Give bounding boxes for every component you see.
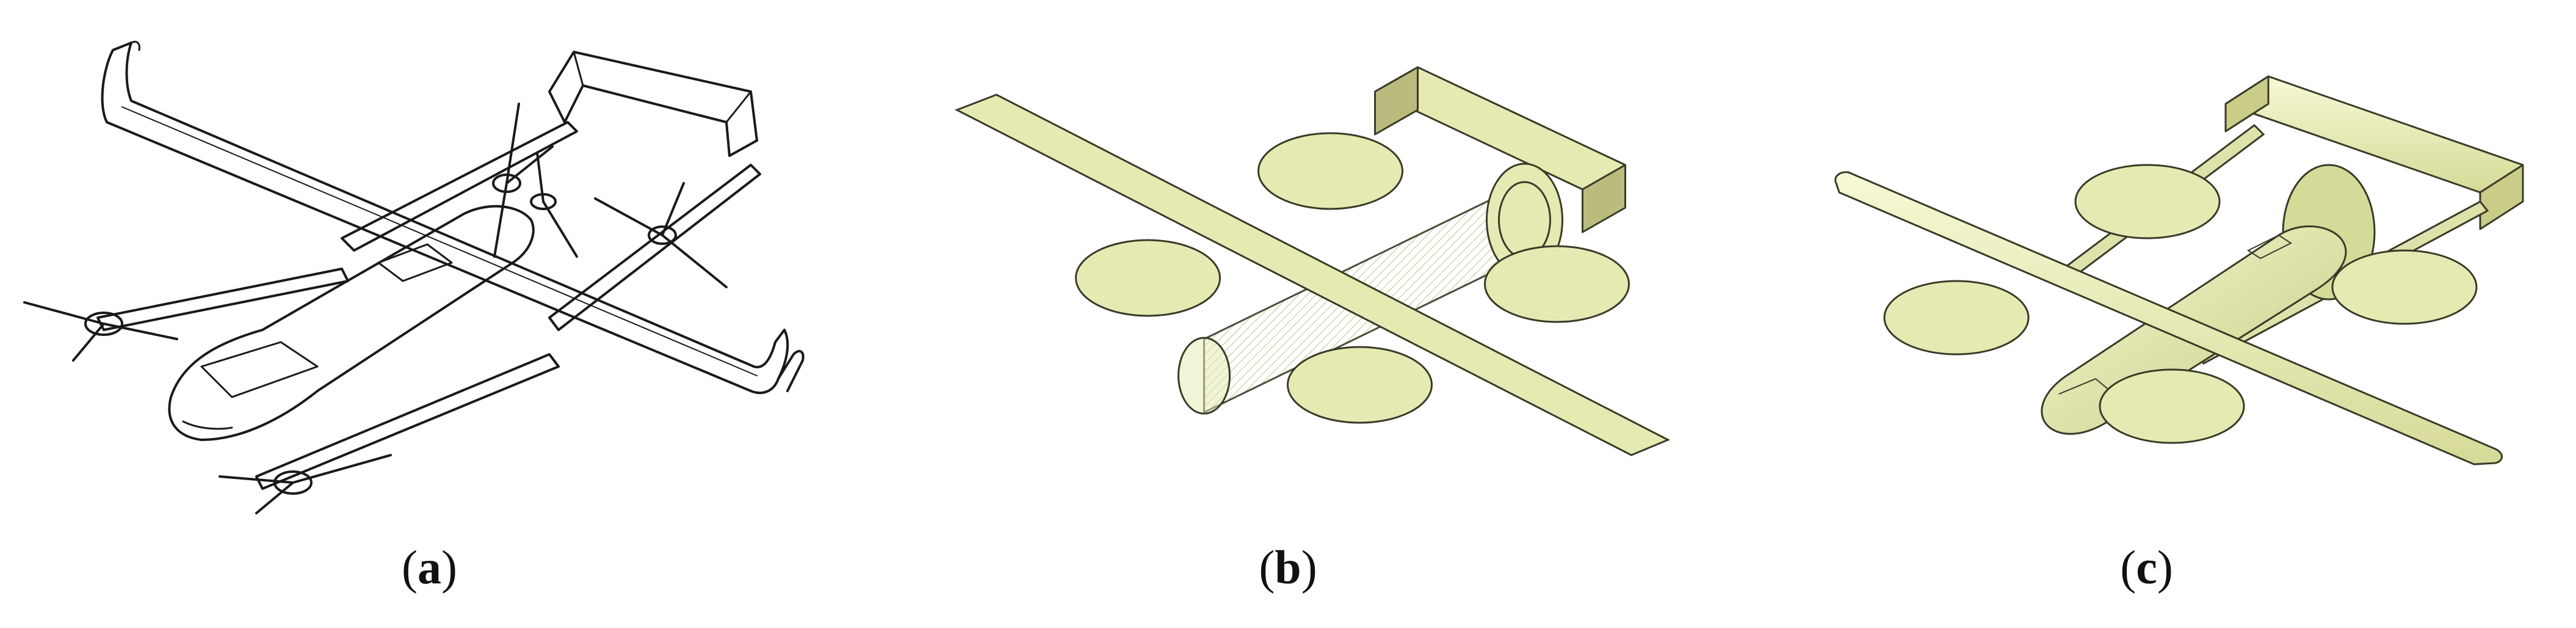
caption-a: (a) (402, 541, 457, 594)
model-c-rotor-right (2331, 249, 2478, 325)
sketch-aircraft-drawing (23, 40, 805, 514)
model-b-rotor-left (1075, 239, 1221, 317)
sketch-main-wing (101, 42, 789, 395)
model-c-rotors (1883, 164, 2478, 444)
model-b-rotors (1075, 132, 1630, 424)
sketch-tail-assembly (548, 51, 758, 157)
model-b-rotor-right (1484, 245, 1630, 323)
panel-c: (c) (1717, 0, 2576, 628)
caption-letter: c (2136, 541, 2157, 594)
model-b-rotor-top (1257, 132, 1403, 210)
sketch-right-wingtip (777, 349, 805, 392)
model-c-rotor-top (2074, 164, 2221, 239)
model-b-main-wing (954, 93, 1671, 456)
sketch-right-boom (548, 164, 761, 331)
sketch-lower-left-boom (96, 268, 349, 331)
model-c-hatch (2246, 234, 2293, 260)
shaded-aircraft-model (1834, 75, 2524, 466)
model-b-rotor-bottom (1287, 346, 1433, 424)
sketch-propeller-rear-left (492, 103, 554, 258)
caption-b: (b) (1259, 541, 1317, 594)
translucent-aircraft-model (954, 66, 1671, 456)
sketch-propeller-front-right (219, 454, 392, 514)
model-c-rotor-left (1883, 280, 2030, 356)
caption-c: (c) (2120, 541, 2173, 594)
model-c-rotor-bottom (2099, 368, 2245, 444)
panel-a: (a) (0, 0, 859, 628)
sketch-fuselage (168, 205, 535, 441)
model-b-tail-wing (1374, 66, 1626, 233)
sketch-lower-right-boom (255, 353, 560, 490)
sketch-propeller-front-left (23, 301, 178, 362)
model-c-tail-wing (2224, 75, 2524, 230)
sketch-propeller-right (594, 182, 728, 288)
caption-letter: b (1275, 541, 1301, 594)
model-c-main-wing (1834, 171, 2503, 466)
panel-b: (b) (859, 0, 1717, 628)
sketch-left-boom (341, 121, 578, 252)
sketch-propeller-center (530, 152, 578, 258)
caption-letter: a (418, 541, 441, 594)
